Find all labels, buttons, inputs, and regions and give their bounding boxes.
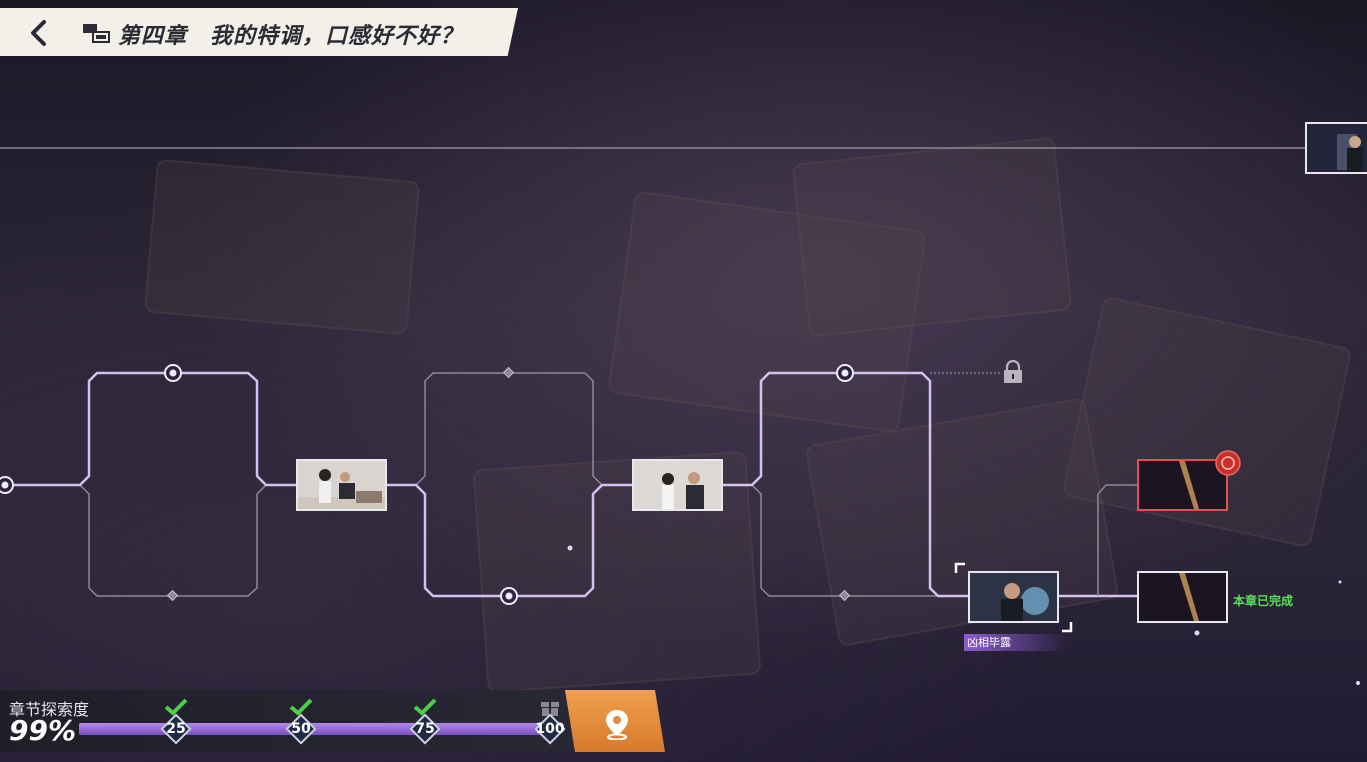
left-loop-active <box>0 371 296 487</box>
right-loop-active <box>722 371 1138 598</box>
milestone-100[interactable]: 100 <box>534 702 566 745</box>
path-node <box>0 364 854 605</box>
scene-thumbnail[interactable] <box>1305 122 1367 174</box>
path-waypoint <box>166 366 851 602</box>
milestone-label: 100 <box>535 721 565 737</box>
chapter-header: 第四章 我的特调，口感好不好？ <box>0 8 518 56</box>
end-branch-path <box>1097 484 1138 596</box>
check-icon <box>289 698 313 716</box>
map-location-button[interactable] <box>565 690 665 752</box>
gift-icon <box>541 702 559 716</box>
exploration-value: 99% <box>9 714 77 747</box>
scene-thumbnail[interactable] <box>632 459 723 511</box>
final-scene-thumbnail[interactable] <box>1137 571 1228 623</box>
chapter-title: 第四章 我的特调，口感好不好？ <box>118 24 464 49</box>
exploration-panel: 章节探索度 99% 25 50 75 100 <box>0 690 575 752</box>
scene-image <box>634 461 721 509</box>
bracket-corners <box>954 562 1073 633</box>
milestone-50[interactable]: 50 <box>285 698 317 745</box>
current-scene-thumbnail[interactable] <box>968 571 1059 623</box>
scene-image <box>1307 124 1367 172</box>
scene-image <box>1139 573 1226 621</box>
chapter-complete-text: 本章已完成 <box>1233 594 1294 608</box>
location-pin-icon <box>606 710 628 740</box>
scene-thumbnail[interactable] <box>296 459 387 511</box>
milestone-25[interactable]: 25 <box>160 698 192 745</box>
current-scene-label: 凶相毕露 <box>964 634 1067 651</box>
middle-loop-path <box>386 372 603 486</box>
check-icon <box>164 698 188 716</box>
milestone-label: 75 <box>415 721 435 737</box>
left-loop-path <box>79 372 267 597</box>
milestone-label: 50 <box>291 721 311 737</box>
scene-image <box>298 461 385 509</box>
locked-scene-thumbnail[interactable] <box>1137 459 1228 511</box>
check-icon <box>413 698 437 716</box>
back-arrow-icon[interactable] <box>22 16 56 50</box>
scene-image <box>1139 461 1226 509</box>
seal-badge-icon <box>1215 450 1241 476</box>
milestone-label: 25 <box>166 721 186 737</box>
lock-icon <box>1004 359 1022 383</box>
middle-loop-active <box>386 483 632 598</box>
milestone-75[interactable]: 75 <box>409 698 441 745</box>
exploration-title: 章节探索度 <box>9 700 90 719</box>
chapter-icon <box>83 24 110 43</box>
right-loop-path <box>751 484 968 597</box>
sparkle <box>567 545 1360 685</box>
scene-image <box>970 573 1057 621</box>
